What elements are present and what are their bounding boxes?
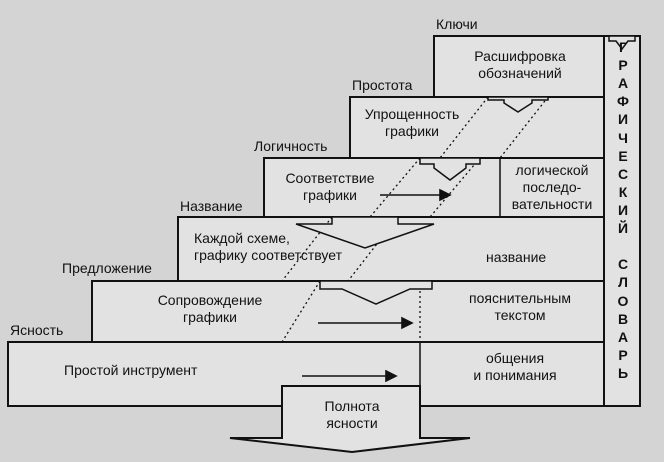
level4-right-line2: последо- (522, 179, 582, 195)
vertical-title-letter: Ч (618, 129, 628, 146)
level3-left-line2: графику соответствует (194, 247, 342, 263)
step-label-level5: Простота (352, 77, 413, 93)
vertical-title-letter: С (617, 256, 629, 273)
down-arrow-level3 (319, 280, 433, 305)
level4-right-text: логической последо- вательности (502, 162, 602, 213)
bottom-arrow-text: Полнота ясности (292, 398, 412, 432)
bottom-line1: Полнота (324, 398, 380, 414)
vertical-title-letter: В (617, 310, 629, 327)
step-label-level6: Ключи (436, 16, 478, 32)
bottom-line2: ясности (326, 415, 378, 431)
level2-left-text: Сопровождение графики (120, 292, 300, 326)
down-arrow-level6 (487, 96, 549, 113)
level4-left-line2: графики (303, 187, 357, 203)
level1-right-line2: и понимания (473, 367, 557, 383)
vertical-title-letter: Р (618, 346, 628, 363)
step-label-level2: Предложение (62, 260, 152, 276)
level4-right-line1: логической (515, 162, 589, 178)
vertical-title-letter: С (617, 165, 629, 182)
step-box-level6 (433, 35, 605, 98)
vertical-title-letter: И (617, 201, 629, 218)
vertical-title-letter: Й (617, 220, 629, 237)
level1-right-text: общения и понимания (430, 350, 600, 384)
level3-left-line1: Каждой схеме, (194, 230, 290, 246)
level6-left-line2: обозначений (478, 65, 562, 81)
vertical-column (603, 35, 641, 407)
vertical-title-letter: Г (619, 39, 627, 55)
vertical-title-letter: Е (618, 147, 628, 164)
vertical-title-letter: О (617, 292, 629, 309)
level1-right-line1: общения (485, 350, 545, 366)
vertical-title-letter: И (617, 111, 629, 128)
step-label-level3: Название (180, 198, 243, 214)
level5-left-line2: графики (385, 123, 439, 139)
vertical-title-letter: А (617, 328, 629, 345)
step-label-level4: Логичность (254, 138, 328, 154)
vertical-title-letter: Ь (617, 364, 629, 381)
vertical-title-letter: Ф (617, 93, 629, 110)
level2-right-line2: текстом (494, 307, 546, 323)
right-arrows (302, 188, 452, 383)
level2-right-text: пояснительным текстом (440, 290, 600, 324)
down-arrow-level5 (419, 157, 481, 181)
level4-left-line1: Соответствие (285, 170, 375, 186)
down-arrow-level4 (295, 216, 435, 249)
level6-left-line1: Расшифровка (474, 48, 566, 64)
level5-left-text: Упрощенность графики (350, 106, 474, 140)
level2-left-line1: Сопровождение (157, 292, 263, 308)
level4-right-line3: вательности (511, 196, 593, 212)
level3-left-text: Каждой схеме, графику соответствует (194, 230, 342, 264)
vertical-title-letter: Р (618, 57, 628, 74)
level6-left-text: Расшифровка обозначений (440, 48, 600, 82)
dotted-guides (281, 96, 549, 343)
level2-right-line1: пояснительным (469, 290, 571, 306)
level5-left-line1: Упрощенность (364, 106, 460, 122)
column-top-arrow (608, 35, 636, 51)
vertical-title-letter: А (617, 75, 629, 92)
bottom-arrow (229, 385, 471, 454)
level2-left-line2: графики (183, 309, 237, 325)
level3-right-text: название (486, 249, 547, 265)
level4-left-text: Соответствие графики (270, 170, 390, 204)
level1-left-text: Простой инструмент (64, 362, 198, 378)
vertical-title-letter: К (618, 183, 628, 200)
vertical-title-letter: Л (618, 274, 628, 291)
step-label-level1: Ясность (10, 322, 64, 338)
